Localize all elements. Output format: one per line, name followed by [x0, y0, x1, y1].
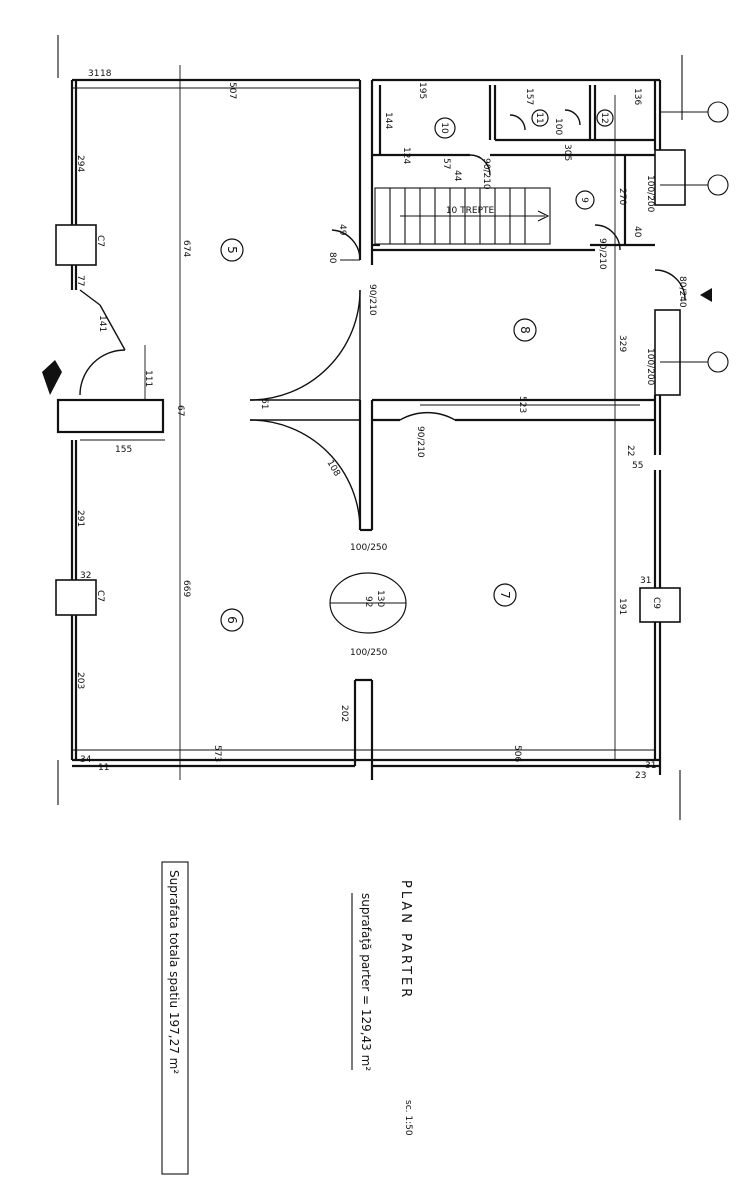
dim-top-left2: 18 — [100, 69, 112, 79]
dim-bottom-506: 506 — [512, 745, 522, 762]
dim-669: 669 — [181, 580, 191, 597]
section-markers — [660, 101, 729, 373]
dim-bottom-left: 34 — [80, 755, 92, 765]
window-100-200-b: 100/200 — [645, 348, 655, 386]
room-label-6: 6 — [225, 616, 239, 624]
dim-195: 195 — [417, 82, 427, 99]
dim-329: 329 — [617, 335, 627, 352]
surface-parter: suprafaţă parter = 129,43 m² — [359, 893, 373, 1071]
dim-270: 270 — [617, 188, 627, 205]
dim-92: 92 — [363, 596, 373, 607]
total-surface: Suprafata totala spatiu 197,27 m² — [167, 870, 181, 1074]
opening-100-250-b: 100/250 — [350, 648, 388, 658]
interior-walls — [340, 85, 655, 532]
room-labels: 5 6 7 8 9 10 11 12 — [220, 109, 614, 632]
room-label-11: 11 — [534, 112, 544, 123]
dim-80: 80 — [327, 252, 337, 264]
window-c7-bottom — [55, 579, 97, 616]
dim-130: 130 — [375, 590, 385, 607]
dim-bottom-left2: 11 — [98, 763, 109, 773]
dim-136: 136 — [632, 88, 642, 105]
win-32-label: 32 — [80, 571, 91, 581]
dim-left-294: 294 — [75, 155, 85, 172]
window-right-top — [654, 149, 686, 206]
window-c9-right — [639, 587, 681, 623]
dim-pier2: 155 — [115, 445, 132, 455]
outer-walls — [70, 78, 662, 780]
stairs-label: 10 TREPTE — [446, 206, 495, 216]
doors — [79, 109, 686, 531]
win-c7-bottom-label: C7 — [95, 590, 105, 602]
dim-144: 144 — [383, 112, 393, 129]
win-c7-top-label: C7 — [95, 235, 105, 247]
dim-674: 674 — [181, 240, 191, 257]
dim-left-291: 291 — [75, 510, 85, 527]
dim-bottom-right2: 31 — [645, 761, 656, 771]
dim-left-141: 141 — [97, 315, 107, 332]
room-label-7: 7 — [498, 591, 512, 599]
dim-49: 49 — [337, 224, 347, 236]
dim-124: 124 — [401, 147, 411, 164]
dim-top-run: 507 — [227, 82, 237, 99]
room-label-5: 5 — [225, 246, 239, 254]
dim-157: 157 — [524, 88, 534, 105]
room-label-9: 9 — [579, 197, 589, 203]
dim-left-77: 77 — [75, 275, 85, 286]
dim-pier: 67 — [175, 405, 185, 416]
opening-100-250-a: 100/250 — [350, 543, 388, 553]
plan-scale: sc. 1:50 — [403, 1100, 413, 1136]
dim-bottom-573: 573 — [212, 745, 222, 762]
dim-57: 57 — [441, 158, 451, 169]
door-80-240: 80/240 — [677, 276, 687, 308]
dim-61: 61 — [259, 398, 269, 409]
total-surface-box — [161, 861, 189, 1175]
staircase — [374, 187, 551, 245]
entrance-arrow-icon — [42, 360, 62, 395]
dim-305: 305 — [562, 144, 572, 161]
dim-40: 40 — [632, 226, 642, 238]
dim-108: 108 — [324, 459, 341, 479]
room-label-8: 8 — [518, 326, 532, 334]
door-90-210-c: 90/210 — [597, 238, 607, 270]
room-label-10: 10 — [439, 122, 449, 134]
dim-31: 31 — [640, 576, 651, 586]
door-90-210-a: 90/210 — [367, 284, 377, 316]
dim-100: 100 — [553, 118, 563, 135]
door-90-210-b: 90/210 — [415, 426, 425, 458]
dim-523: 523 — [517, 396, 527, 413]
room-label-12: 12 — [599, 112, 609, 123]
dim-left-door: 111 — [143, 370, 153, 387]
dimension-texts: 31 18 507 294 77 141 111 67 155 291 203 … — [75, 69, 687, 781]
dim-55: 55 — [632, 461, 643, 471]
window-right-mid — [654, 309, 681, 396]
plan-title: PLAN PARTER — [398, 880, 413, 1000]
dim-191: 191 — [617, 598, 627, 615]
dim-top-left: 31 — [88, 69, 99, 79]
window-c7-top — [55, 224, 97, 266]
door-90-210-d: 90/210 — [481, 158, 491, 190]
entrance-pier — [56, 398, 165, 434]
dimension-lines — [72, 65, 655, 780]
dim-202: 202 — [339, 705, 349, 722]
win-c9-label: C9 — [651, 597, 661, 609]
dim-22: 22 — [625, 445, 635, 456]
dim-44: 44 — [452, 170, 462, 182]
dim-bottom-right: 23 — [635, 771, 646, 781]
window-100-200-a: 100/200 — [645, 175, 655, 213]
dim-left-203: 203 — [75, 672, 85, 689]
